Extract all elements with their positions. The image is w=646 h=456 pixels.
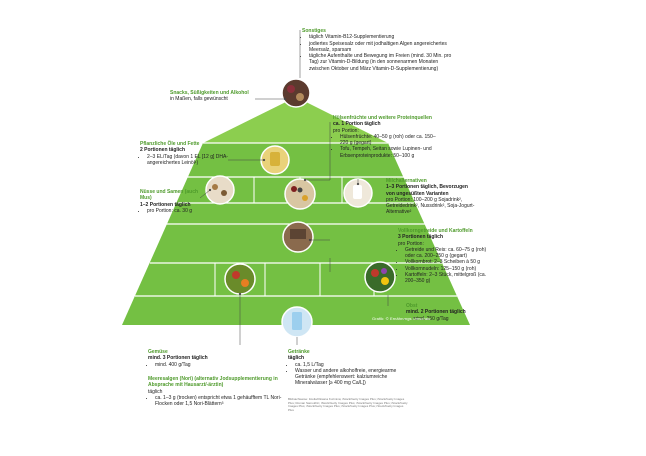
nuts-image — [205, 175, 235, 205]
snacks-text: in Maßen, falls gewünscht — [170, 96, 228, 103]
milch-text: pro Portion: 100–200 g Sojadrink², Getre… — [386, 196, 475, 216]
snacks-block: Snacks, Süßigkeiten und Alkohol in Maßen… — [170, 90, 260, 103]
getreide-portion: 3 Portionen täglich — [398, 234, 444, 241]
sonstiges-item: jodiertes Speisesalz oder mit jodhaltige… — [309, 41, 452, 54]
milk-alternatives-image — [343, 178, 373, 208]
obst-block: Obst mind. 2 Portionen täglich mind. 250… — [406, 303, 486, 322]
grains-image — [282, 221, 314, 253]
obst-item: mind. 250 g/Tag — [413, 316, 486, 322]
oele-block: Pflanzliche Öle und Fette 2 Portionen tä… — [140, 141, 235, 166]
milch-title: Milchalternativen — [386, 178, 427, 184]
getreide-item: Kartoffeln: 2–3 Stück, mittelgroß (ca. 2… — [405, 272, 493, 285]
sonstiges-item: täglich Vitamin-B12-Supplementierung — [309, 34, 452, 40]
fruit-image — [364, 261, 396, 293]
huelsen-portion: ca. 1 Portion täglich — [333, 121, 381, 128]
getreide-item: Vollkornbrot: 2–3 Scheiben à 50 g — [405, 259, 493, 265]
algen-item: ca. 1–3 g (trocken) entspricht etwa 1 ge… — [155, 395, 283, 408]
algen-sub: täglich — [148, 388, 163, 395]
getreide-item: Getreide und Reis: ca. 60–75 g (roh) ode… — [405, 247, 493, 260]
gemuese-item: mind. 400 g/Tag — [155, 362, 244, 368]
getraenke-sub: täglich — [288, 355, 305, 362]
sonstiges-block: Sonstiges täglich Vitamin-B12-Supplement… — [302, 28, 452, 72]
vegetables-image — [224, 263, 256, 295]
connector-lines — [199, 30, 389, 345]
algen-block: Meeresalgen (Nori) (alternativ Jodsupple… — [148, 376, 283, 407]
gemuese-portion: mind. 3 Portionen täglich — [148, 355, 208, 362]
getreide-item: Vollkornnudeln: 125–150 g (roh) — [405, 266, 493, 272]
getraenke-item: ca. 1,5 L/Tag — [295, 362, 413, 368]
algen-title: Meeresalgen (Nori) (alternativ Jodsupple… — [148, 376, 278, 389]
getraenke-item: Wasser und andere alkoholfreie, energiea… — [295, 368, 413, 387]
nuesse-title: Nüsse und Samen (auch Mus) — [140, 189, 199, 202]
sonstiges-item: tägliche Aufenthalte und Bewegung im Fre… — [309, 53, 452, 72]
milch-block: Milchalternativen 1–3 Portionen täglich,… — [386, 178, 478, 216]
milch-portion: 1–3 Portionen täglich, Bevorzugen von un… — [386, 184, 468, 197]
oele-item: 2–3 EL/Tag (davon 1 EL [12 g] DHA-angere… — [147, 154, 235, 167]
snacks-image — [281, 78, 311, 108]
water-image — [281, 306, 313, 338]
getreide-title: Vollkorngetreide und Kartoffeln — [398, 228, 473, 234]
legumes-image — [284, 178, 316, 210]
nuesse-item: pro Portion: ca. 30 g — [147, 208, 210, 214]
oil-image — [260, 145, 290, 175]
pyramid-top — [203, 97, 388, 143]
getraenke-title: Getränke — [288, 349, 310, 355]
nuesse-block: Nüsse und Samen (auch Mus) 1–2 Portionen… — [140, 189, 210, 214]
obst-portion: mind. 2 Portionen täglich — [406, 309, 466, 316]
oele-title: Pflanzliche Öle und Fette — [140, 141, 200, 147]
nuesse-portion: 1–2 Portionen täglich — [140, 201, 191, 208]
huelsen-block: Hülsenfrüchte und weitere Proteinquellen… — [333, 115, 443, 159]
gemuese-title: Gemüse — [148, 349, 168, 355]
getreide-sub: pro Portion: — [398, 240, 424, 247]
image-credits: Bildnachweise: fotolia/Oksana Kuzmina; i… — [288, 397, 408, 412]
obst-title: Obst — [406, 303, 418, 309]
huelsen-item: Hülsenfrüchte: 40–50 g (roh) oder ca. 15… — [340, 134, 443, 147]
gemuese-block: Gemüse mind. 3 Portionen täglich mind. 4… — [148, 349, 244, 368]
huelsen-title: Hülsenfrüchte und weitere Proteinquellen — [333, 115, 432, 121]
getraenke-block: Getränke täglich ca. 1,5 L/Tag Wasser un… — [288, 349, 413, 387]
sonstiges-title: Sonstiges — [302, 28, 326, 34]
snacks-title: Snacks, Süßigkeiten und Alkohol — [170, 90, 249, 96]
huelsen-sub: pro Portion: — [333, 127, 359, 134]
graphic-credit: Grafik: © Ernährungs Umschau — [372, 316, 431, 321]
huelsen-item: Tofu, Tempeh, Seitan sowie Lupinen- und … — [340, 146, 443, 159]
getreide-block: Vollkorngetreide und Kartoffeln 3 Portio… — [398, 228, 493, 285]
oele-portion: 2 Portionen täglich — [140, 147, 186, 154]
